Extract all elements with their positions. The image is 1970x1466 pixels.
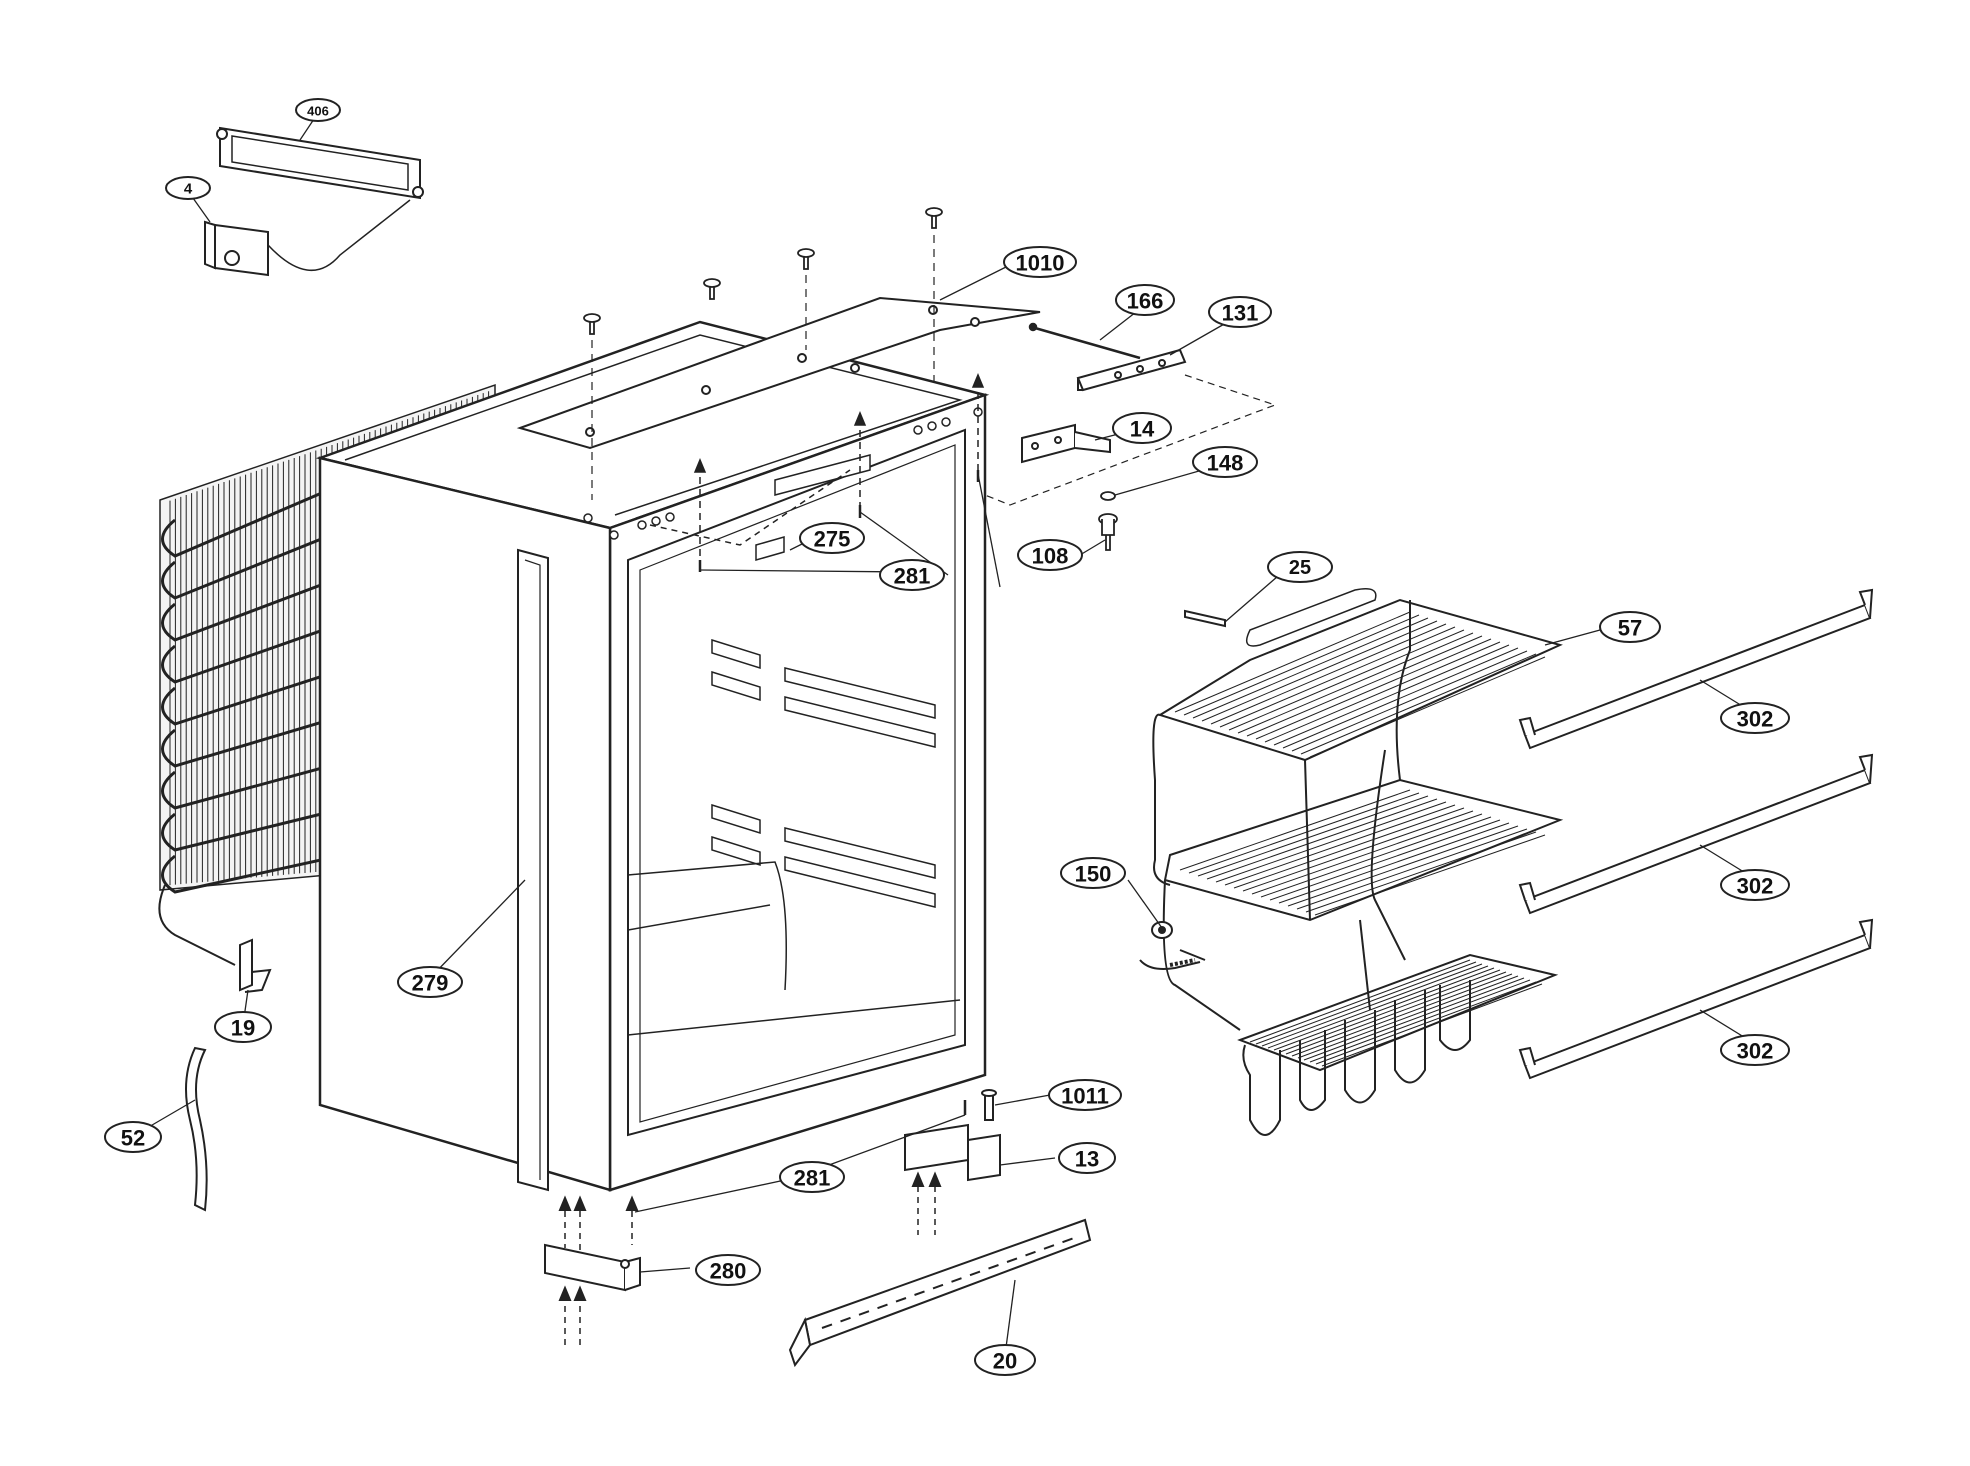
callout-bubble (1115, 284, 1175, 316)
hose-52 (185, 1046, 208, 1212)
callout-13: 13 (1058, 1142, 1116, 1174)
top-screws (583, 207, 943, 500)
part-25 (1184, 609, 1226, 628)
callout-labels: 406 4 1010 166 131 14 148 108 275 281 25 57 302 302 30… (104, 98, 1790, 1376)
callout-number: 131 (1222, 301, 1259, 326)
callout-bubble (695, 1254, 761, 1286)
callout-302: 302 (1720, 869, 1790, 901)
callout-bubble (1112, 412, 1172, 444)
callout-57: 57 (1599, 611, 1661, 643)
callout-25: 25 (1267, 551, 1333, 583)
top-plate (516, 296, 1041, 450)
callout-number: 20 (993, 1349, 1017, 1374)
callout-19: 19 (214, 1011, 272, 1043)
part-108 (1098, 513, 1118, 551)
callout-14: 14 (1112, 412, 1172, 444)
callout-bubble (1720, 1034, 1790, 1066)
callout-number: 57 (1618, 616, 1642, 641)
rod-166 (1028, 322, 1141, 360)
callout-bubble (214, 1011, 272, 1043)
callout-281: 281 (779, 1161, 845, 1193)
shelf-rails (1518, 588, 1874, 1080)
callout-number: 19 (231, 1016, 255, 1041)
part-148 (1100, 491, 1116, 501)
thermostat (204, 199, 411, 277)
callout-number: 406 (307, 104, 329, 119)
callout-bubble (1720, 702, 1790, 734)
callout-bubble (104, 1121, 162, 1153)
light-cover (216, 126, 424, 200)
callout-275: 275 (799, 522, 865, 554)
callout-number: 281 (894, 564, 931, 589)
cabinet-body (315, 320, 990, 1192)
part-150 (1139, 921, 1206, 970)
callout-20: 20 (974, 1344, 1036, 1376)
callout-280: 280 (695, 1254, 761, 1286)
callout-number: 52 (121, 1126, 145, 1151)
callout-bubble (799, 522, 865, 554)
callout-bubble (779, 1161, 845, 1193)
part-19 (239, 938, 272, 993)
callout-bubble (974, 1344, 1036, 1376)
callout-4: 4 (165, 176, 211, 200)
callout-1011: 1011 (1048, 1079, 1122, 1111)
callout-150: 150 (1060, 857, 1126, 889)
callout-131: 131 (1208, 296, 1272, 328)
callout-281: 281 (879, 559, 945, 591)
callout-number: 302 (1737, 874, 1774, 899)
callout-number: 108 (1032, 544, 1069, 569)
callout-number: 150 (1075, 862, 1112, 887)
callout-number: 14 (1130, 417, 1155, 442)
callout-number: 166 (1127, 289, 1164, 314)
pin-1011 (963, 1089, 997, 1121)
callout-bubble (165, 176, 211, 200)
callout-bubble (1060, 857, 1126, 889)
callout-bubble (1267, 551, 1333, 583)
callout-number: 25 (1289, 557, 1311, 579)
callout-bubble (295, 98, 341, 122)
callout-bubble (879, 559, 945, 591)
callout-302: 302 (1720, 1034, 1790, 1066)
evaporator-assembly (1152, 588, 1564, 1136)
callout-number: 13 (1075, 1147, 1099, 1172)
callout-bubble (1017, 539, 1083, 571)
callout-bubble (1720, 869, 1790, 901)
callout-1010: 1010 (1003, 246, 1077, 278)
kickplate-20 (788, 1218, 1092, 1368)
callout-bubble (1192, 446, 1258, 478)
callout-number: 4 (184, 181, 193, 198)
callout-bubble (1048, 1079, 1122, 1111)
callout-148: 148 (1192, 446, 1258, 478)
callout-number: 148 (1207, 451, 1244, 476)
callout-number: 302 (1737, 1039, 1774, 1064)
part-131 (1076, 348, 1187, 392)
hinge-13 (904, 1123, 1001, 1235)
callout-number: 279 (412, 971, 449, 996)
hinge-280 (544, 1195, 641, 1350)
callout-bubble (397, 966, 463, 998)
callout-number: 275 (814, 527, 851, 552)
callout-279: 279 (397, 966, 463, 998)
callout-bubble (1208, 296, 1272, 328)
callout-52: 52 (104, 1121, 162, 1153)
callout-406: 406 (295, 98, 341, 122)
callout-number: 1010 (1016, 251, 1065, 276)
callout-number: 302 (1737, 707, 1774, 732)
callout-number: 281 (794, 1166, 831, 1191)
callout-bubble (1003, 246, 1077, 278)
callout-bubble (1058, 1142, 1116, 1174)
bracket-14 (1021, 423, 1111, 464)
callout-bubble (1599, 611, 1661, 643)
callout-number: 280 (710, 1259, 747, 1284)
callout-108: 108 (1017, 539, 1083, 571)
callout-166: 166 (1115, 284, 1175, 316)
callout-302: 302 (1720, 702, 1790, 734)
callout-number: 1011 (1061, 1084, 1109, 1109)
